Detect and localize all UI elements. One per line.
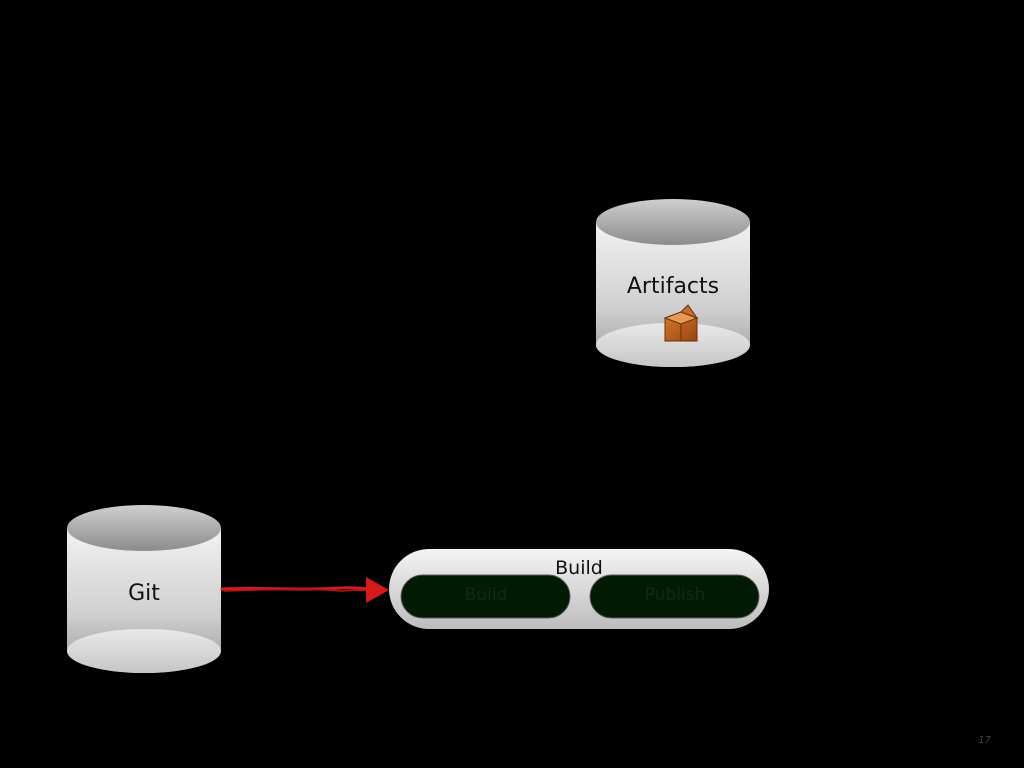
- artifacts-label: Artifacts: [627, 274, 719, 299]
- git-label: Git: [128, 581, 160, 606]
- stage-build: Build: [400, 574, 571, 619]
- pipeline-title: Build: [555, 557, 603, 579]
- git-store: Git: [67, 505, 221, 673]
- artifacts-store: Artifacts: [596, 199, 750, 367]
- stage-build-label: Build: [465, 585, 508, 605]
- git-to-build-arrow: [220, 577, 389, 603]
- build-pipeline: Build Build Publish: [389, 549, 769, 629]
- stage-publish: Publish: [589, 574, 760, 619]
- stage-publish-label: Publish: [645, 585, 706, 605]
- slide-number: 17: [978, 735, 991, 746]
- package-box-icon: [663, 304, 699, 342]
